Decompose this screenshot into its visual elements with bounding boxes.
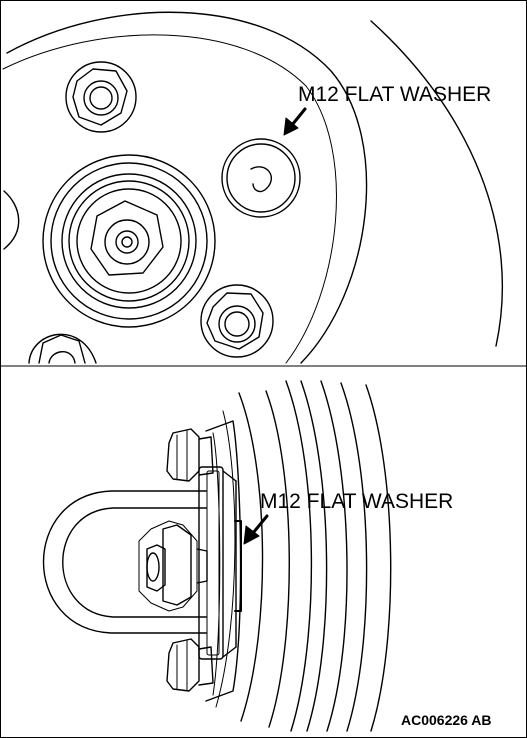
- flywheel-edge-arc: [370, 20, 503, 347]
- flywheel-ring-7: [340, 382, 368, 732]
- flywheel-ring-5: [300, 380, 328, 732]
- flywheel-ring-2: [238, 392, 264, 722]
- flywheel-ring-4: [285, 380, 313, 732]
- bolt-upper: [166, 428, 214, 482]
- flat-washer-bottom: [234, 520, 242, 612]
- figure-code: AC006226 AB: [401, 712, 492, 728]
- top-view: [1, 11, 526, 367]
- flywheel-ring-1: [215, 410, 236, 708]
- flywheel-ring-8: [365, 384, 392, 732]
- flat-washer-top: [221, 138, 301, 218]
- flywheel-ring-3: [265, 390, 290, 728]
- bottom-view: [42, 380, 392, 732]
- leader-arrow-top: [283, 107, 307, 136]
- flywheel-inner-rim: [2, 34, 337, 364]
- callout-label-top: M12 FLAT WASHER: [298, 83, 492, 106]
- bolt-lower-right: [200, 284, 274, 358]
- center-hub: [42, 154, 216, 328]
- flywheel-outer-rim: [6, 11, 368, 364]
- bolt-partial-lower-left: [28, 333, 97, 364]
- leader-arrow-bottom: [243, 514, 269, 545]
- center-bolt: [138, 520, 208, 612]
- flywheel-ring-6: [320, 380, 348, 732]
- holding-tool: [42, 466, 237, 660]
- callout-label-bottom: M12 FLAT WASHER: [260, 490, 454, 513]
- bolt-upper-left: [65, 61, 137, 133]
- left-hub-arc: [3, 190, 20, 250]
- bolt-lower: [166, 638, 214, 692]
